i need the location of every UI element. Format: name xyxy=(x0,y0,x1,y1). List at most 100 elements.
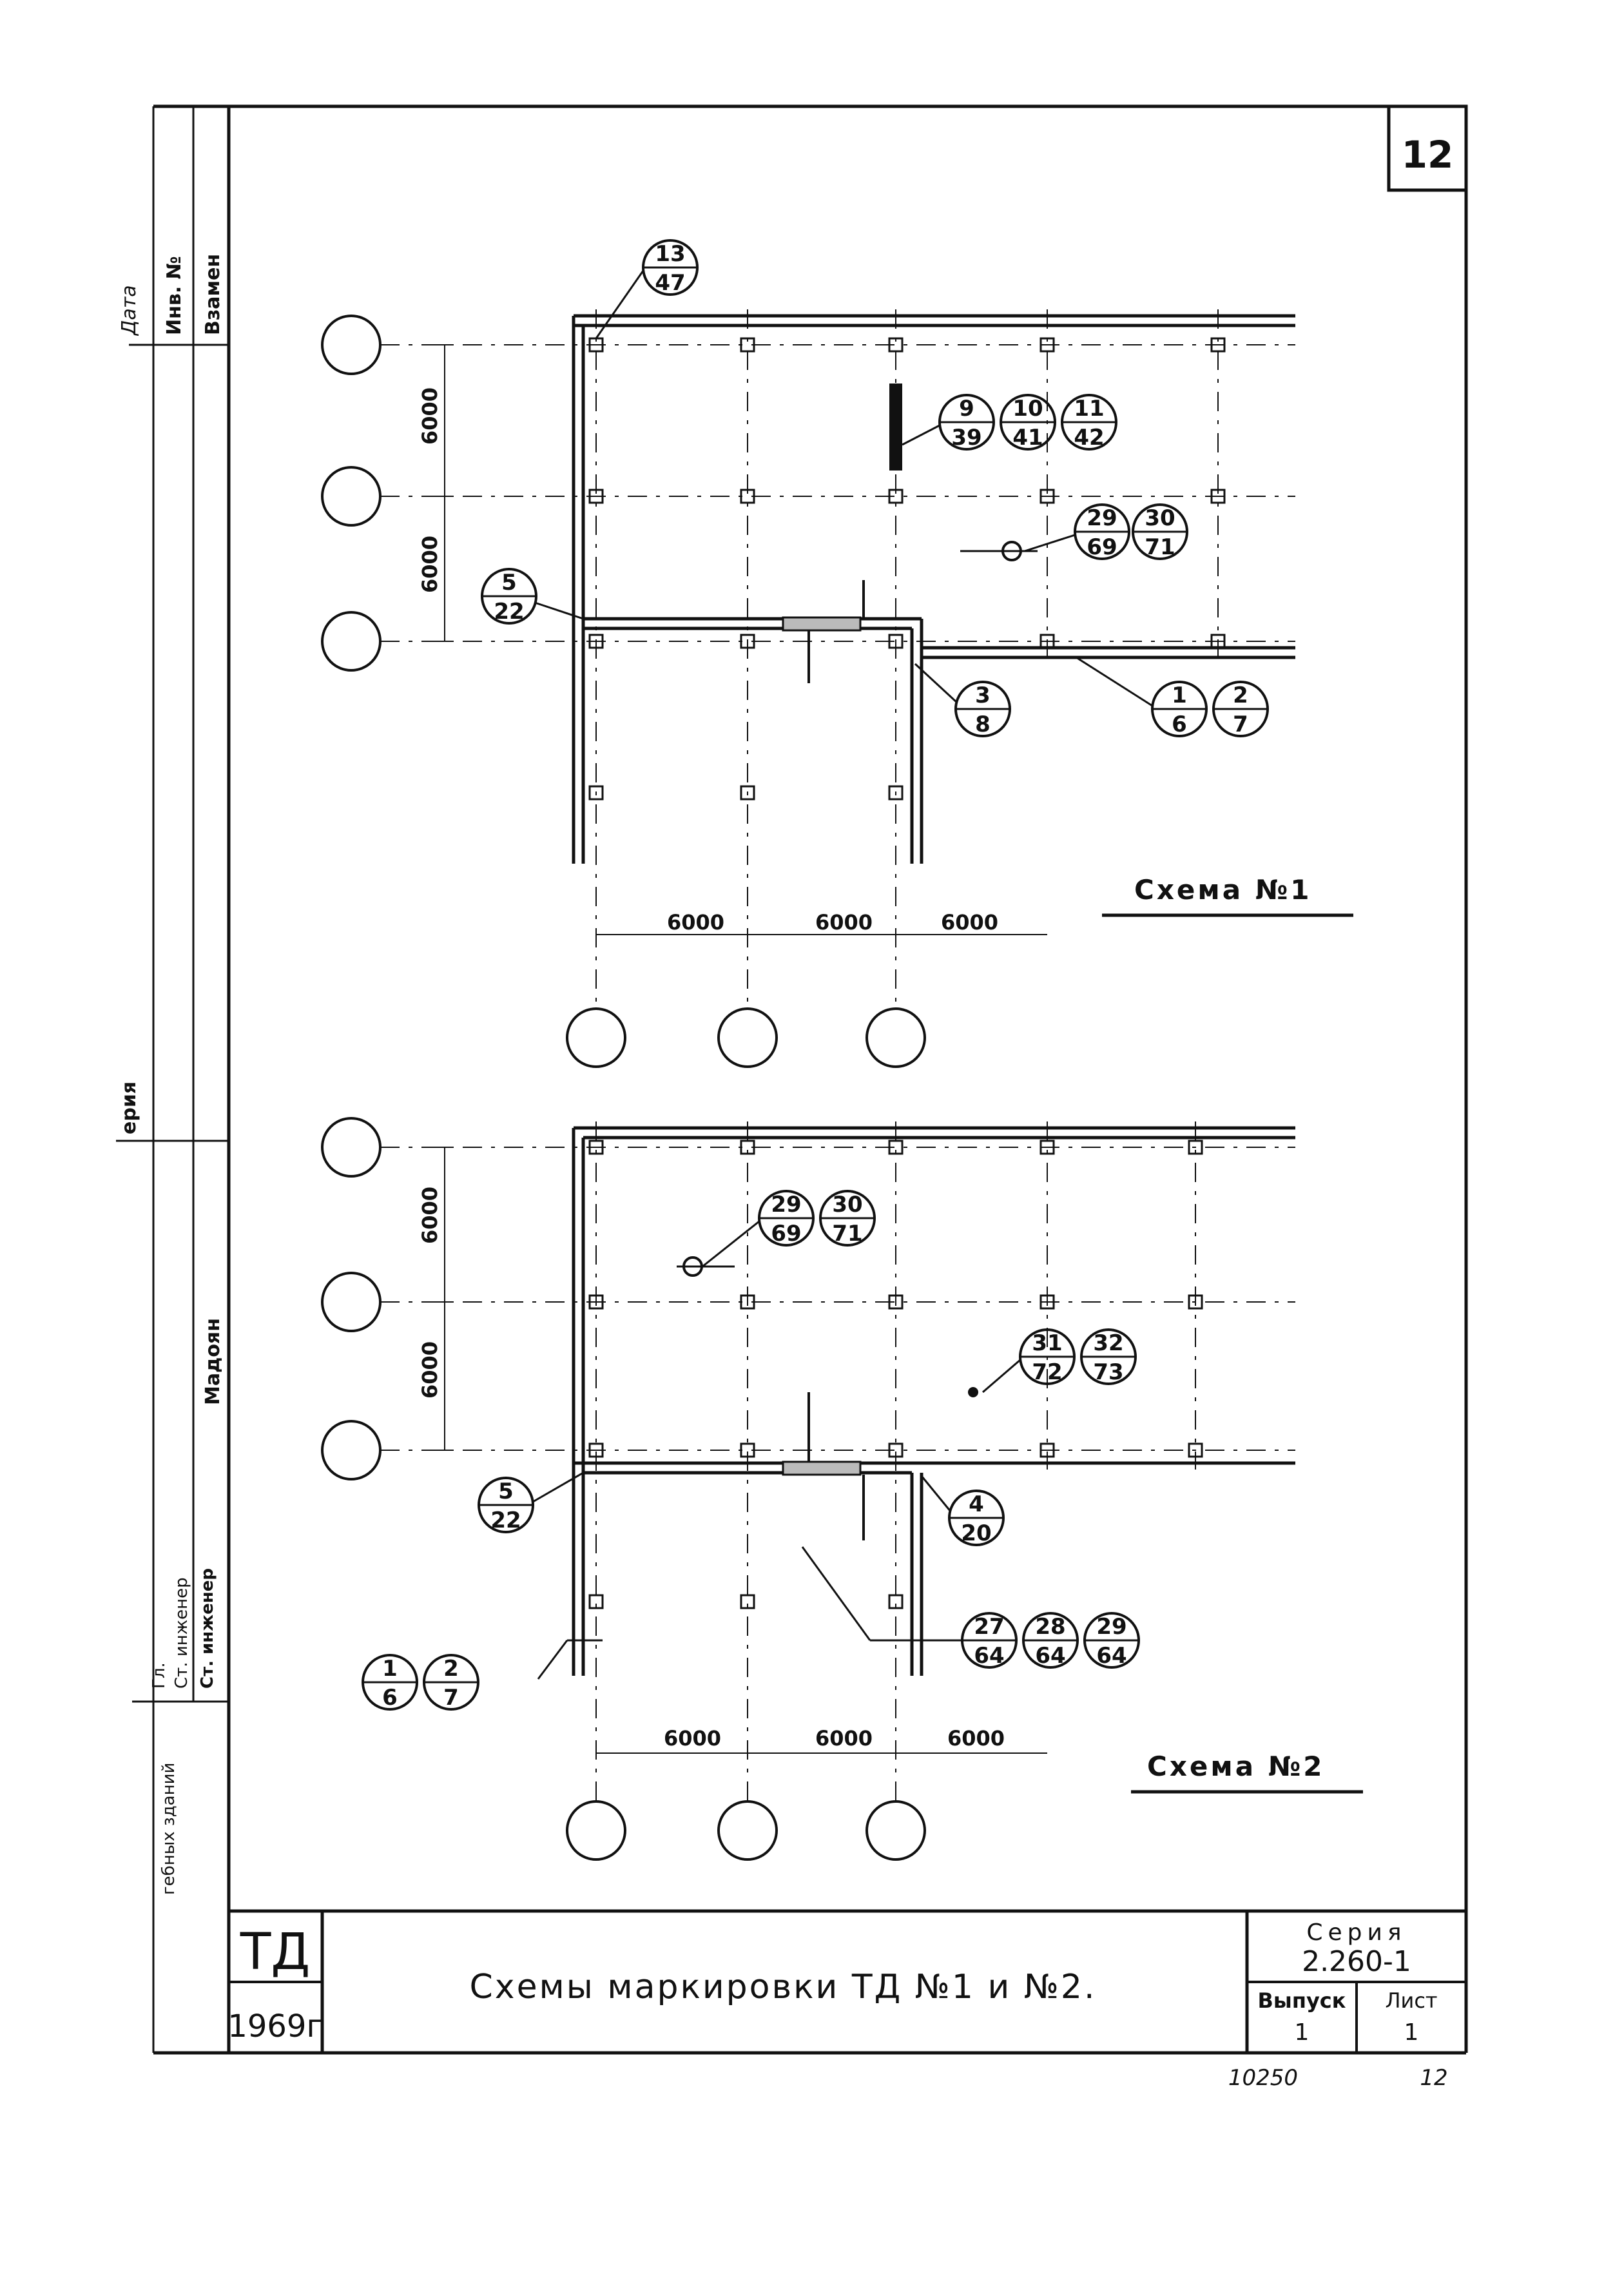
lintel-2 xyxy=(782,1461,862,1476)
series-value: 2.260-1 xyxy=(1302,1945,1411,1978)
axis-bubble-row-1 xyxy=(321,315,382,375)
walls-2 xyxy=(572,1126,1295,1676)
svg-text:64: 64 xyxy=(974,1643,1004,1669)
sheet-number-box: 12 xyxy=(1387,104,1468,192)
svg-text:5: 5 xyxy=(498,1479,514,1504)
dim-row-1: 6000 xyxy=(418,1187,442,1244)
svg-text:6: 6 xyxy=(1172,712,1187,737)
svg-text:28: 28 xyxy=(1035,1614,1065,1640)
callout-s1-1-6: 16 xyxy=(1076,656,1208,737)
callout-s1-5-22: 522 xyxy=(481,568,584,625)
dim-row-1: 6000 xyxy=(418,387,442,445)
svg-text:41: 41 xyxy=(1012,425,1043,451)
margin-label-chief: Гл. xyxy=(150,1662,169,1689)
svg-text:9: 9 xyxy=(959,396,974,422)
svg-text:4: 4 xyxy=(969,1491,984,1517)
axis-bubble-col-2 xyxy=(717,1007,778,1068)
svg-text:73: 73 xyxy=(1093,1359,1123,1385)
column-markers-1 xyxy=(588,337,1226,801)
column-markers-2 xyxy=(588,1140,1203,1609)
footer-page: 12 xyxy=(1420,2065,1447,2091)
dim-col-1: 6000 xyxy=(664,1726,721,1751)
svg-text:30: 30 xyxy=(1145,505,1175,531)
svg-text:72: 72 xyxy=(1032,1359,1062,1385)
svg-text:27: 27 xyxy=(974,1614,1004,1640)
title-block-org: ТД xyxy=(240,1923,311,1981)
callout-s1-9-39: 939 xyxy=(902,394,995,451)
axis-bubble-col-3 xyxy=(865,1007,926,1068)
svg-text:64: 64 xyxy=(1035,1643,1065,1669)
footer: 10250 12 xyxy=(1228,2065,1448,2091)
svg-text:2: 2 xyxy=(443,1656,459,1682)
svg-text:22: 22 xyxy=(490,1508,521,1533)
svg-text:64: 64 xyxy=(1096,1643,1126,1669)
svg-text:2: 2 xyxy=(1233,683,1248,708)
axis-bubble-row-2 xyxy=(321,1272,382,1332)
axis-lines-1 xyxy=(380,309,1295,1009)
dim-col-3: 6000 xyxy=(941,910,998,935)
dimension-lines-2 xyxy=(438,1147,1047,1760)
margin-label-engineer-2: Ст. инженер xyxy=(198,1568,217,1689)
svg-text:5: 5 xyxy=(501,570,517,596)
svg-text:13: 13 xyxy=(655,241,685,267)
dimension-lines-1 xyxy=(438,344,1047,941)
title-block: ТД 1969г Схемы маркировки ТД №1 и №2. Се… xyxy=(227,1909,1466,2053)
sheet-label: Лист xyxy=(1385,1988,1437,2013)
title-block-title: Схемы маркировки ТД №1 и №2. xyxy=(469,1968,1096,2006)
svg-text:1: 1 xyxy=(382,1656,398,1682)
dim-row-2: 6000 xyxy=(418,1341,442,1399)
sheet-frame xyxy=(116,104,1468,2055)
walls-1 xyxy=(572,314,1295,864)
svg-text:22: 22 xyxy=(494,599,524,625)
dim-col-2: 6000 xyxy=(815,910,873,935)
dim-col-2: 6000 xyxy=(815,1726,873,1751)
dim-col-1: 6000 xyxy=(667,910,724,935)
svg-text:69: 69 xyxy=(771,1221,801,1247)
svg-text:10: 10 xyxy=(1012,396,1043,422)
margin-label-inv: Инв. № xyxy=(163,256,186,335)
svg-text:42: 42 xyxy=(1074,425,1104,451)
title-block-year: 1969г xyxy=(227,2008,322,2044)
margin-label-buildings: гебных зданий xyxy=(159,1763,179,1895)
axis-bubble-col-1 xyxy=(566,1800,626,1861)
margin-label-surname: Мадоян xyxy=(202,1318,224,1405)
callout-s2-1-6: 16 xyxy=(362,1639,603,1711)
sheet-number: 12 xyxy=(1402,133,1454,177)
callout-s2-2-7: 27 xyxy=(423,1654,479,1711)
sheet-value: 1 xyxy=(1404,2019,1419,2046)
svg-text:31: 31 xyxy=(1032,1330,1062,1356)
dim-row-2: 6000 xyxy=(418,536,442,593)
axis-bubble-row-3 xyxy=(321,1420,382,1480)
callout-s1-2-7: 27 xyxy=(1212,681,1269,737)
scheme-1-title: Схема №1 xyxy=(1134,874,1311,906)
issue-label: Выпуск xyxy=(1258,1988,1346,2013)
svg-text:11: 11 xyxy=(1074,396,1104,422)
axis-bubble-row-2 xyxy=(321,466,382,527)
callout-s2-4-20: 420 xyxy=(920,1475,1005,1546)
axis-bubble-col-1 xyxy=(566,1007,626,1068)
svg-text:30: 30 xyxy=(832,1192,862,1218)
svg-text:6: 6 xyxy=(382,1685,398,1711)
svg-text:7: 7 xyxy=(1233,712,1248,737)
margin-label-date: Дата xyxy=(118,285,140,336)
svg-text:1: 1 xyxy=(1172,683,1187,708)
margin-label-series: ерия xyxy=(118,1082,140,1134)
axis-bubble-col-3 xyxy=(865,1800,926,1861)
svg-text:29: 29 xyxy=(1096,1614,1126,1640)
svg-text:20: 20 xyxy=(961,1520,991,1546)
dim-col-3: 6000 xyxy=(947,1726,1005,1751)
